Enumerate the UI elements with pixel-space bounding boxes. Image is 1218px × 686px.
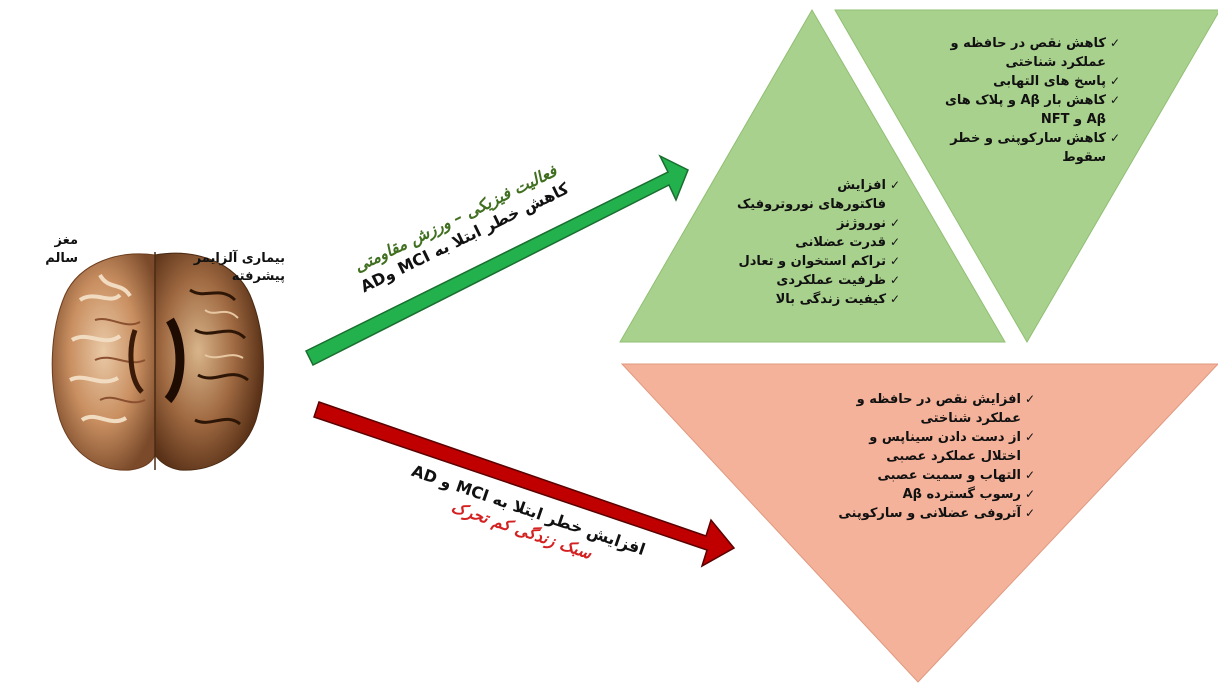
check-icon: ✓ — [1024, 468, 1035, 482]
brain-image — [51, 252, 264, 471]
list-item: ✓افزایش فاکتورهای نوروتروفیک — [736, 178, 900, 212]
green-up-triangle-list: ✓افزایش فاکتورهای نوروتروفیک ✓نوروژنز ✓ق… — [700, 176, 900, 309]
check-icon: ✓ — [1109, 36, 1120, 50]
green-down-triangle — [834, 9, 1218, 343]
list-item: ✓از دست دادن سیناپس و اختلال عملکرد عصبی — [869, 430, 1035, 464]
list-item: ✓نوروژنز — [836, 216, 900, 231]
list-item: ✓کاهش بار Aβ و پلاک های Aβ و NFT — [944, 93, 1120, 127]
healthy-brain-label: مغز سالم — [45, 233, 78, 266]
check-icon: ✓ — [889, 178, 900, 192]
check-icon: ✓ — [1109, 131, 1120, 145]
list-item: ✓تراکم استخوان و تعادل — [738, 254, 900, 269]
check-icon: ✓ — [1024, 430, 1035, 444]
check-icon: ✓ — [1024, 506, 1035, 520]
check-icon: ✓ — [889, 273, 900, 287]
check-icon: ✓ — [1109, 93, 1120, 107]
green-arrow — [304, 154, 689, 367]
red-down-triangle — [620, 363, 1218, 683]
green-up-triangle — [619, 9, 1006, 343]
check-icon: ✓ — [889, 235, 900, 249]
green-down-triangle-list: ✓کاهش نقص در حافظه و عملکرد شناختی ✓پاسخ… — [930, 34, 1120, 167]
list-item: ✓قدرت عضلانی — [795, 235, 900, 250]
list-item: ✓آتروفی عضلانی و سارکوپنی — [838, 506, 1035, 521]
red-down-triangle-list: ✓افزایش نقص در حافظه و عملکرد شناختی ✓از… — [820, 390, 1035, 523]
check-icon: ✓ — [1024, 392, 1035, 406]
alzheimer-brain-label: بیماری آلزایمر پیشرفته — [193, 251, 285, 284]
list-item: ✓التهاب و سمیت عصبی — [877, 468, 1035, 483]
red-arrow — [313, 401, 736, 568]
check-icon: ✓ — [1109, 74, 1120, 88]
list-item: ✓پاسخ های التهابی — [993, 74, 1120, 89]
check-icon: ✓ — [1024, 487, 1035, 501]
list-item: ✓کاهش سارکوپنی و خطر سقوط — [950, 131, 1120, 165]
list-item: ✓کیفیت زندگی بالا — [775, 292, 900, 307]
check-icon: ✓ — [889, 254, 900, 268]
list-item: ✓ظرفیت عملکردی — [776, 273, 900, 288]
check-icon: ✓ — [889, 216, 900, 230]
list-item: ✓کاهش نقص در حافظه و عملکرد شناختی — [950, 36, 1120, 70]
list-item: ✓رسوب گسترده Aβ — [902, 487, 1035, 502]
list-item: ✓افزایش نقص در حافظه و عملکرد شناختی — [856, 392, 1035, 426]
check-icon: ✓ — [889, 292, 900, 306]
